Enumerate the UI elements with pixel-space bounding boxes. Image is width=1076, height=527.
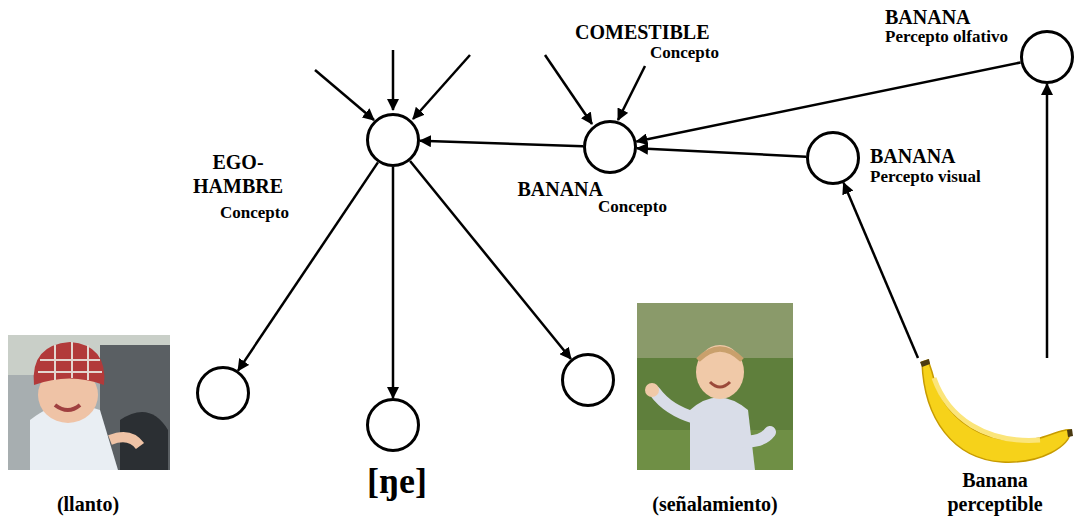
node-subtitle: Percepto visual: [870, 167, 981, 187]
circle-outline: [366, 398, 420, 452]
node-title: (señalamiento): [652, 492, 778, 516]
concept-circle: BANANAConcepto: [583, 120, 637, 174]
concept-circle: (llanto): [196, 366, 250, 420]
node-title: BANANA: [517, 177, 603, 201]
banana-figure: Banana perceptible: [912, 358, 1074, 466]
activation-arrow: [1046, 84, 1049, 358]
concept-circle: BANANAPercepto visual: [806, 131, 860, 185]
activation-arrow: [392, 167, 395, 398]
crying-baby-photo: [8, 335, 170, 470]
concept-name: COMESTIBLE: [575, 20, 709, 44]
node-title: (llanto): [57, 492, 119, 516]
node-subtitle: Percepto olfativo: [885, 27, 1008, 47]
input-arrows: [315, 50, 645, 124]
node-title: BANANA: [885, 5, 971, 29]
circle-outline: [806, 131, 860, 185]
circle-outline: [1020, 30, 1074, 84]
pointing-baby-photo: [637, 303, 793, 470]
circle-outline: [561, 353, 615, 407]
circle-outline: [583, 120, 637, 174]
node-title: EGO-HAMBRE: [188, 150, 288, 198]
concept-kind: Concepto: [650, 43, 719, 63]
node-title: [ŋe]: [367, 460, 427, 503]
concept-circle: EGO-HAMBREConcepto: [366, 113, 420, 167]
node-title: BANANA: [870, 144, 956, 168]
node-subtitle: Concepto: [598, 197, 667, 217]
concept-circle: BANANAPercepto olfativo: [1020, 30, 1074, 84]
node-title: Banana perceptible: [935, 468, 1055, 516]
activation-arrow: [637, 148, 806, 156]
activation-arrow: [636, 62, 1020, 141]
activation-arrow: [844, 183, 918, 358]
circle-outline: [366, 113, 420, 167]
concept-circle: [ŋe]: [366, 398, 420, 452]
node-subtitle: Concepto: [220, 203, 289, 223]
banana-drawing: [912, 358, 1074, 466]
concept-circle: (señalamiento): [561, 353, 615, 407]
activation-arrow: [420, 141, 583, 146]
circle-outline: [196, 366, 250, 420]
